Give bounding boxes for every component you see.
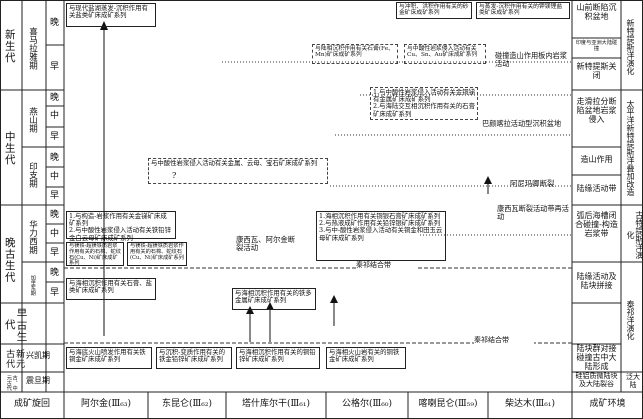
period-yanshan: 燕山期 bbox=[27, 107, 38, 133]
stage-early-paleozoic: 早古生代 bbox=[3, 307, 28, 343]
series-box-caledonian-fe: 与海相沉积作用有关的铁多金属矿床成矿系列 bbox=[232, 288, 316, 310]
period-himalaya: 喜马拉雅期 bbox=[27, 26, 38, 70]
period-caledonian: 加里东期 bbox=[29, 274, 36, 296]
series-box-salt-lake: 与现代盐湖蒸发-沉积作用有关盐类矿床成矿系列 bbox=[66, 3, 156, 27]
series-box-variscan-au-sb: 1.与构造-岩浆作用有关金锑矿床成矿系列 2.与中酸性岩浆侵入活动有关铁铅锌金白… bbox=[66, 211, 176, 241]
footer-cycle: 成矿旋回 bbox=[13, 399, 50, 409]
env-piedmont-basin: 山前断陷沉积盆地 bbox=[576, 3, 617, 21]
env-margin-accretion: 陆缘活动及陆块拼接 bbox=[576, 272, 617, 290]
footer-environment: 成矿环境 bbox=[589, 399, 626, 409]
event-animaqing-fault: 阿尼玛卿断裂 bbox=[510, 179, 555, 188]
env-india-asia-collision: 印度与亚洲大陆碰撞 bbox=[575, 40, 618, 52]
series-box-xingkai-fe-au-pb: 与沉积-变质作用有关的铁金铅锌矿床成矿系列 bbox=[156, 347, 232, 369]
period-xingkai: 兴凯期 bbox=[26, 351, 50, 360]
epoch-himalaya-early: 早 bbox=[50, 62, 60, 72]
footer-region-arjin: 阿尔金(Ⅲ₆₃) bbox=[81, 399, 131, 409]
footer-region-gongge: 公格尔(Ⅲ₆₀) bbox=[342, 399, 392, 409]
series-box-xingkai-cu-fe-au: 与海相火山岩有关的铜铁金矿床成矿系列 bbox=[326, 347, 406, 369]
period-variscan: 华力西期 bbox=[27, 220, 38, 254]
epoch-indosinian-late: 晚 bbox=[50, 153, 60, 163]
event-collision-magmatism: 碰撞造山作用板内岩浆活动 bbox=[495, 51, 567, 69]
series-box-xingkai-cu-pb-zn: 与海相沉积作用有关的铜铅锌矿床成矿系列 bbox=[236, 347, 320, 369]
stage-mesozoic: 中生代 bbox=[3, 131, 16, 166]
env-strike-slip-basin: 走滑拉分断陷盆地岩浆侵入 bbox=[576, 97, 617, 124]
footer-region-east-kunlun: 东昆仑(Ⅲ₆₂) bbox=[162, 399, 212, 409]
epoch-yanshan-late: 晚 bbox=[50, 93, 60, 103]
event-kangxiwa-arjin-activity: 康西瓦、阿尔金断裂活动 bbox=[236, 235, 296, 253]
series-box-potash-salt: 与蒸发-沉积作用有关的钾镁锂盐类矿床成矿系列 bbox=[476, 2, 570, 19]
period-indosinian: 印支期 bbox=[27, 162, 38, 188]
env-paleotethys-evolution: 古特提斯洋演化 bbox=[625, 211, 643, 259]
epoch-yanshan-early: 早 bbox=[50, 132, 60, 142]
env-qinqi-ocean: 泰祁洋演化 bbox=[625, 300, 635, 340]
env-active-margin: 陆缘活动带 bbox=[576, 184, 617, 193]
footer-region-karakoram: 喀喇昆仑(Ⅲ₅₉) bbox=[418, 399, 478, 409]
epoch-indosinian-early: 早 bbox=[50, 191, 60, 201]
event-qinqi-suture-1: 秦祁结合带 bbox=[356, 261, 416, 270]
epoch-variscan-early: 早 bbox=[50, 248, 60, 258]
series-box-indosinian-mica-gem: 与中酸性岩浆侵入活动有关金属、云母、宝石矿床成矿系列 bbox=[148, 158, 328, 184]
env-backarc-collision: 弧后海槽闭合碰撞-构造岩浆带 bbox=[575, 211, 618, 238]
period-jinning: 震旦期 bbox=[26, 376, 50, 385]
epoch-variscan-middle: 中 bbox=[50, 229, 60, 239]
stage-neoproterozoic: 新元古代 bbox=[4, 349, 25, 369]
series-box-question-mark: ? bbox=[172, 171, 177, 180]
env-pangaea: 泛大陆 bbox=[626, 373, 640, 389]
epoch-caledonian-late: 晚 bbox=[50, 268, 60, 278]
footer-region-taxkorgan: 塔什库尔干(Ⅲ₆₁) bbox=[242, 399, 310, 409]
event-kangxiwa-fault: 康西瓦断裂活动带再活动 bbox=[497, 204, 569, 222]
epoch-indosinian-middle: 中 bbox=[50, 172, 60, 182]
event-qinqi-suture-2: 秦祁结合带 bbox=[474, 336, 534, 345]
series-box-variscan-cu-ag: 1.海相沉积作用有关铜银石膏矿床成矿系列 2.与热液成矿作用有关铅锌银矿床成矿系… bbox=[316, 211, 446, 261]
event-bayan-har-basin: 巴颜喀拉活动型沉积盆地 bbox=[482, 119, 562, 128]
stage-paleo-meso: 古、中元古代 bbox=[5, 375, 18, 391]
series-box-xingkai-fe-cu-au: 与海底火山喷发作用有关铁铜金矿床成矿系列 bbox=[66, 347, 152, 369]
series-box-placer-gold: 与冲积、洪积作用有关的砂金矿床成矿系列 bbox=[396, 2, 472, 19]
stage-cenozoic: 新生代 bbox=[3, 29, 16, 64]
env-neotethys-evolution: 新特提斯洋演化 bbox=[625, 19, 635, 75]
env-pacific-overprint: 太平洋新特提斯洋叠加改造 bbox=[625, 100, 635, 196]
series-box-gypsum-continental: 与陆相沉积作用有关石膏(Fe、Mn)矿床成矿系列 bbox=[312, 44, 398, 64]
series-box-caledonian-gypsum: 与海相沉积作用有关石膏、盐类矿床成矿系列 bbox=[66, 278, 156, 300]
env-neotethys-close: 新特提斯关闭 bbox=[576, 62, 617, 80]
epoch-caledonian-early: 早 bbox=[50, 288, 60, 298]
stage-late-paleozoic: 晚古生代 bbox=[3, 237, 16, 283]
env-microcontinent-rift: 硅铝质微陆块及大陆裂谷 bbox=[575, 372, 618, 388]
footer-region-qaidam: 柴达木(Ⅲ₆₁) bbox=[505, 399, 555, 409]
series-box-asbestos-1: 与镁铁-超镁铁质岩浆作用有关的石棉、蛇纹石(Cu、Ni)矿床成矿系列 bbox=[66, 242, 124, 266]
series-box-asbestos-2: 与镁铁-超镁铁质岩浆作用有关的石棉、蛇纹石(Cu、Ni)矿床成矿系列 bbox=[127, 242, 187, 266]
epoch-himalaya-late: 晚 bbox=[50, 18, 60, 28]
epoch-variscan-late: 晚 bbox=[50, 210, 60, 220]
env-orogeny: 造山作用 bbox=[580, 155, 613, 164]
series-box-cu-sn-au: 与中酸性岩浆侵入活动有关 Cu、Sn、Au矿床成矿系列 bbox=[404, 44, 486, 64]
env-block-collision: 陆块群对接碰撞古中大陆形成 bbox=[576, 344, 617, 371]
series-box-yanshan-au-cu: 1.与中酸性岩浆侵入活动有关金铜锑有金属矿床成矿系列 2.与海陆交互相沉积作用有… bbox=[370, 87, 478, 120]
epoch-yanshan-middle: 中 bbox=[50, 111, 60, 121]
